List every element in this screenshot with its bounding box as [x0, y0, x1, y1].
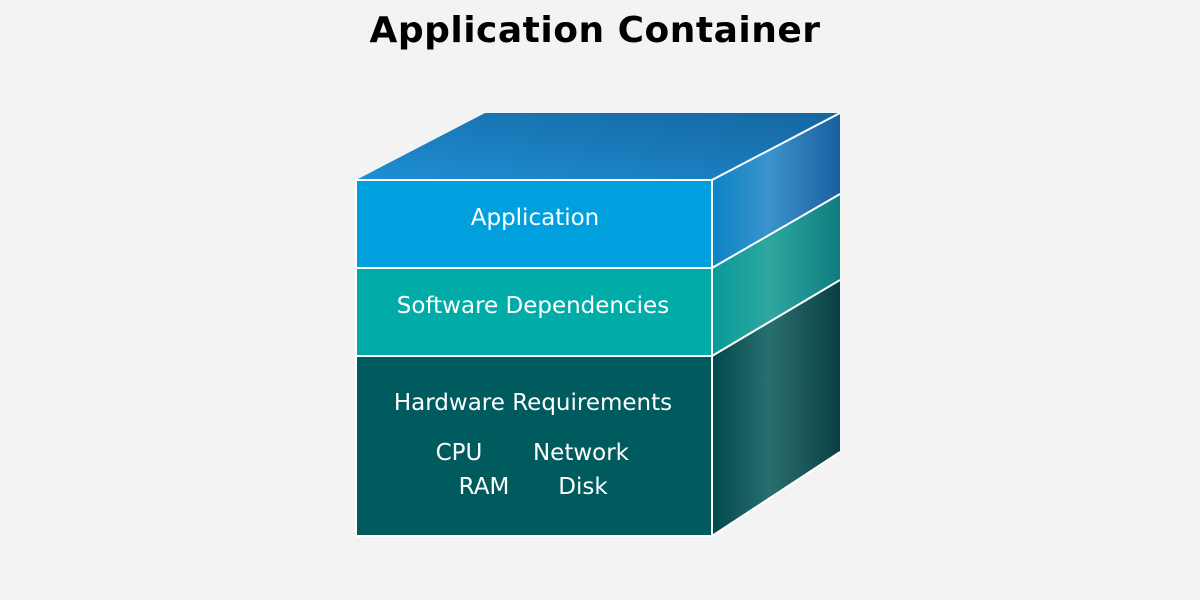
side-face-application [712, 113, 840, 268]
layer-hardware-requirements [356, 356, 712, 536]
hardware-item-cpu: CPU [436, 440, 483, 466]
side-face-software-dependencies [712, 194, 840, 356]
diagram-title: Application Container [369, 10, 821, 51]
hardware-item-ram: RAM [459, 474, 510, 500]
hardware-item-disk: Disk [558, 474, 608, 500]
hardware-requirements-label: Hardware Requirements [394, 390, 672, 416]
layer-application [356, 180, 712, 268]
cube-edges [355, 112, 841, 537]
application-label: Application [471, 205, 600, 231]
layer-software-dependencies [356, 268, 712, 356]
software-dependencies-label: Software Dependencies [397, 293, 669, 319]
cube-top-face [356, 113, 840, 180]
hardware-item-network: Network [533, 440, 630, 466]
